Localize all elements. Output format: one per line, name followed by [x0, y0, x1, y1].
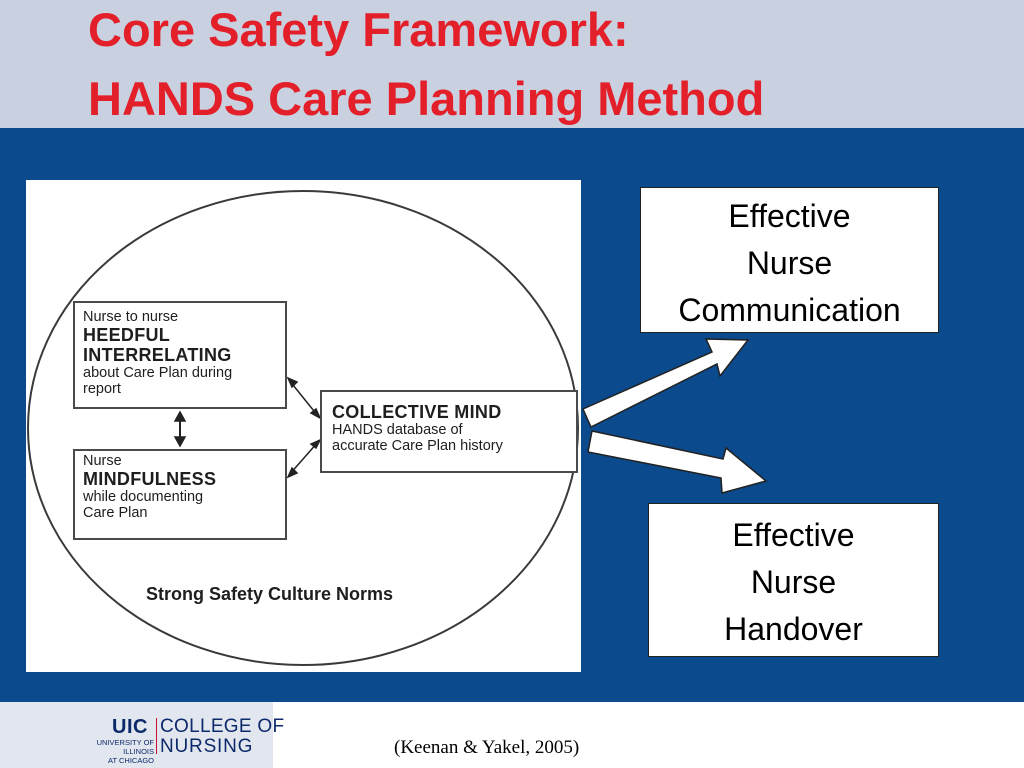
- handover-line-2: Nurse: [750, 564, 837, 600]
- collective-bold-1: COLLECTIVE MIND: [332, 402, 502, 422]
- safety-culture-circle: [27, 190, 579, 666]
- logo-uic-text: UIC: [112, 716, 148, 738]
- communication-line-2: Nurse: [746, 245, 833, 281]
- logo-univ-line-1: UNIVERSITY OF ILLINOIS: [96, 738, 154, 756]
- collective-mind-box: COLLECTIVE MIND HANDS database of accura…: [320, 390, 578, 473]
- heedful-line-1: Nurse to nurse: [83, 309, 179, 325]
- heedful-line-2: about Care Plan during: [83, 365, 233, 381]
- logo-college-text: COLLEGE OF: [160, 716, 285, 737]
- citation: (Keenan & Yakel, 2005): [394, 737, 580, 758]
- logo-univ-line-2: AT CHICAGO: [108, 756, 154, 765]
- connector-arrows: [173, 376, 322, 479]
- effective-handover-box: Effective Nurse Handover: [648, 503, 939, 657]
- mindful-bold-1: MINDFULNESS: [83, 469, 217, 489]
- heedful-bold-2: INTERRELATING: [83, 345, 232, 365]
- handover-line-1: Effective: [732, 517, 855, 553]
- uic-nursing-logo: [0, 702, 273, 768]
- logo-divider: [156, 718, 157, 754]
- logo-university-text: UNIVERSITY OF ILLINOIS AT CHICAGO: [74, 738, 154, 765]
- heedful-interrelating-box: Nurse to nurse HEEDFUL INTERRELATING abo…: [73, 301, 287, 409]
- logo-nursing-text: NURSING: [160, 736, 254, 757]
- handover-line-3: Handover: [724, 611, 863, 647]
- safety-culture-norms-label: Strong Safety Culture Norms: [146, 584, 394, 604]
- arrow-to-communication: [582, 338, 750, 429]
- heedful-bold-1: HEEDFUL: [83, 325, 171, 345]
- title-band: [0, 0, 1024, 128]
- communication-line-3: Communication: [678, 292, 901, 328]
- collective-line-1: HANDS database of: [332, 422, 463, 438]
- collective-line-2: accurate Care Plan history: [332, 438, 503, 454]
- mindfulness-box: Nurse MINDFULNESS while documenting Care…: [73, 449, 287, 540]
- mindful-line-2: while documenting: [83, 489, 204, 505]
- diagram-graphics: [27, 190, 579, 666]
- mindful-line-1: Nurse: [83, 453, 122, 469]
- slide-title-line-1: Core Safety Framework:: [88, 3, 629, 56]
- effective-communication-box: Effective Nurse Communication: [640, 187, 939, 333]
- framework-diagram: Nurse to nurse HEEDFUL INTERRELATING abo…: [26, 180, 581, 672]
- communication-line-1: Effective: [728, 198, 851, 234]
- arrow-to-handover: [587, 430, 768, 494]
- heedful-line-3: report: [83, 381, 121, 397]
- slide-title-line-2: HANDS Care Planning Method: [88, 72, 765, 125]
- mindful-line-3: Care Plan: [83, 505, 148, 521]
